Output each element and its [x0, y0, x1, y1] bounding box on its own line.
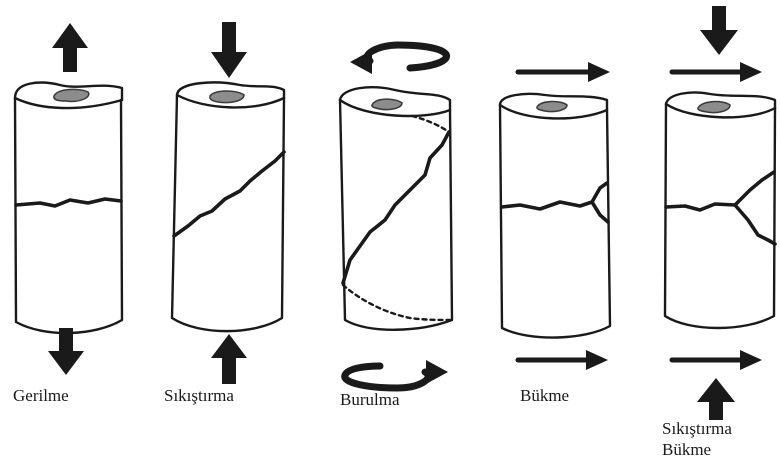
tension-top-arrow-icon — [52, 23, 88, 72]
marrow-cavity-torsion — [372, 99, 402, 110]
compression-top-arrow-icon — [211, 22, 247, 78]
bone-cylinder-bending — [500, 94, 610, 338]
torsion-top-rotation-icon — [350, 45, 446, 74]
compression-bottom-arrow-icon — [211, 334, 247, 384]
panel-compression-bending — [665, 6, 775, 420]
compression-bending-bottom-side-arrow-icon — [672, 350, 762, 370]
fracture-line-spiral — [343, 132, 449, 283]
bone-cylinder-compression — [172, 82, 284, 331]
marrow-cavity-compression — [210, 91, 244, 103]
panel-torsion — [340, 45, 452, 388]
label-compression-bending-line1: Sıkıştırma — [662, 419, 732, 439]
compression-bending-top-down-arrow-icon — [700, 6, 738, 55]
panel-tension — [15, 23, 122, 375]
fracture-line-transverse — [16, 199, 121, 206]
bone-cylinder-compression-bending — [665, 92, 775, 328]
panel-compression — [172, 22, 284, 384]
marrow-cavity-compression-bending — [698, 102, 730, 113]
bending-top-arrow-icon — [518, 62, 610, 82]
marrow-cavity-bending — [537, 101, 567, 111]
panel-bending — [500, 62, 610, 370]
label-compression-bending-line2: Bükme — [662, 440, 711, 460]
bending-bottom-arrow-icon — [518, 350, 608, 370]
fracture-line-transverse-bending — [502, 202, 592, 209]
bone-cylinder-torsion — [340, 87, 452, 330]
label-tension: Gerilme — [13, 386, 69, 406]
bone-cylinder-tension — [15, 83, 122, 333]
compression-bending-top-side-arrow-icon — [672, 62, 762, 82]
fracture-line-butterfly-wedge — [592, 183, 608, 222]
label-compression: Sıkıştırma — [164, 386, 234, 406]
fracture-line-butterfly-cb — [735, 172, 775, 244]
marrow-cavity-tension — [54, 89, 89, 101]
fracture-line-spiral-hidden-bottom — [343, 285, 452, 320]
fracture-line-transverse-cb — [666, 204, 735, 210]
label-bending: Bükme — [520, 386, 569, 406]
fracture-line-oblique — [174, 152, 284, 236]
fracture-line-spiral-hidden-top — [412, 116, 449, 132]
torsion-bottom-rotation-icon — [345, 360, 448, 388]
tension-bottom-arrow-icon — [48, 328, 84, 375]
compression-bending-bottom-up-arrow-icon — [697, 378, 735, 420]
label-torsion: Burulma — [340, 390, 400, 410]
